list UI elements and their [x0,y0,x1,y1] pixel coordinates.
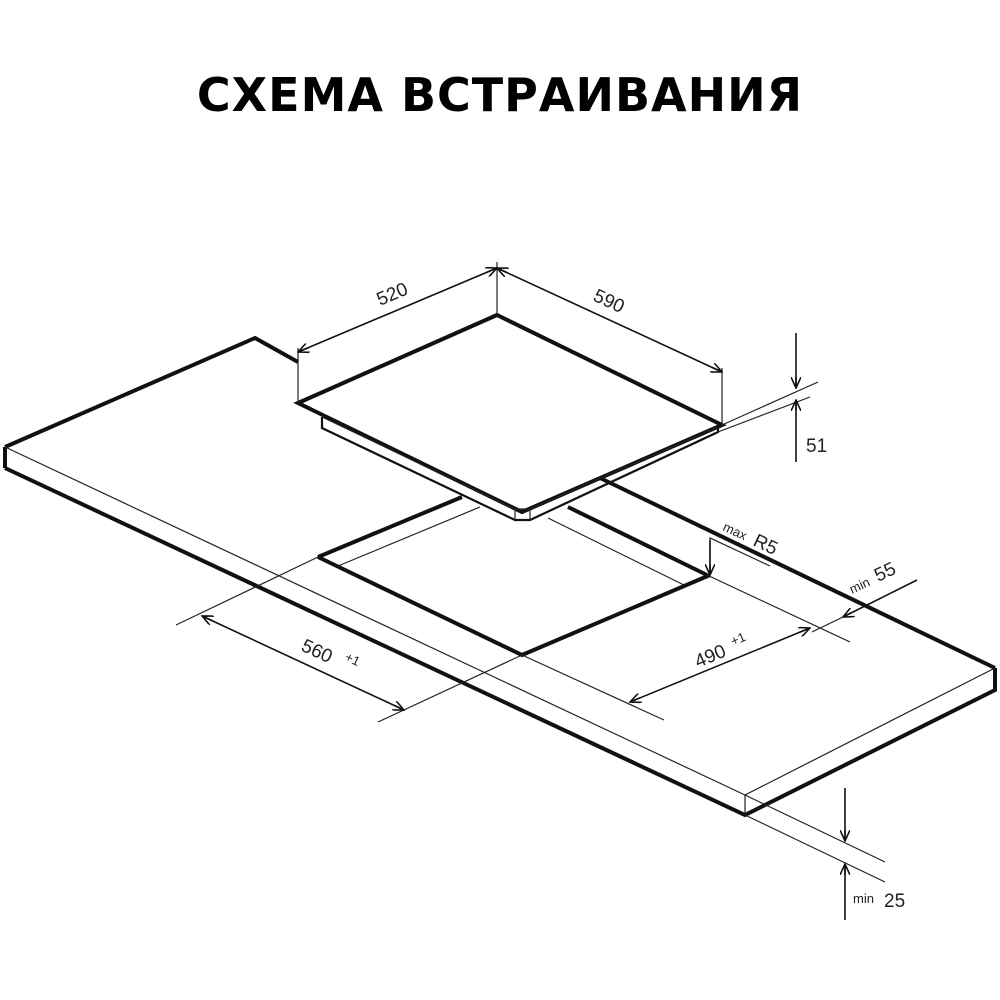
dimension-cutout-width: 560 +1 [175,556,523,723]
dim-51-label: 51 [806,436,827,457]
diagram-title: СХЕМА ВСТРАИВАНИЯ [196,68,804,122]
min55-prefix: min [847,574,872,596]
min55-label: 55 [871,559,899,587]
dim-490-label: 490 [692,641,729,673]
r5-label: R5 [750,530,781,559]
dimension-hob-height: 51 [717,333,827,462]
min25-label: 25 [884,891,905,912]
dimension-countertop-thickness: min 25 [744,788,905,920]
hob-panel [293,312,727,522]
dimension-edge-distance: min 55 [706,559,918,643]
min25-prefix: min [853,891,874,906]
dimension-cutout-depth: 490 +1 [521,628,810,721]
dim-490-tolerance: +1 [728,629,748,649]
dim-560-tolerance: +1 [343,649,363,669]
